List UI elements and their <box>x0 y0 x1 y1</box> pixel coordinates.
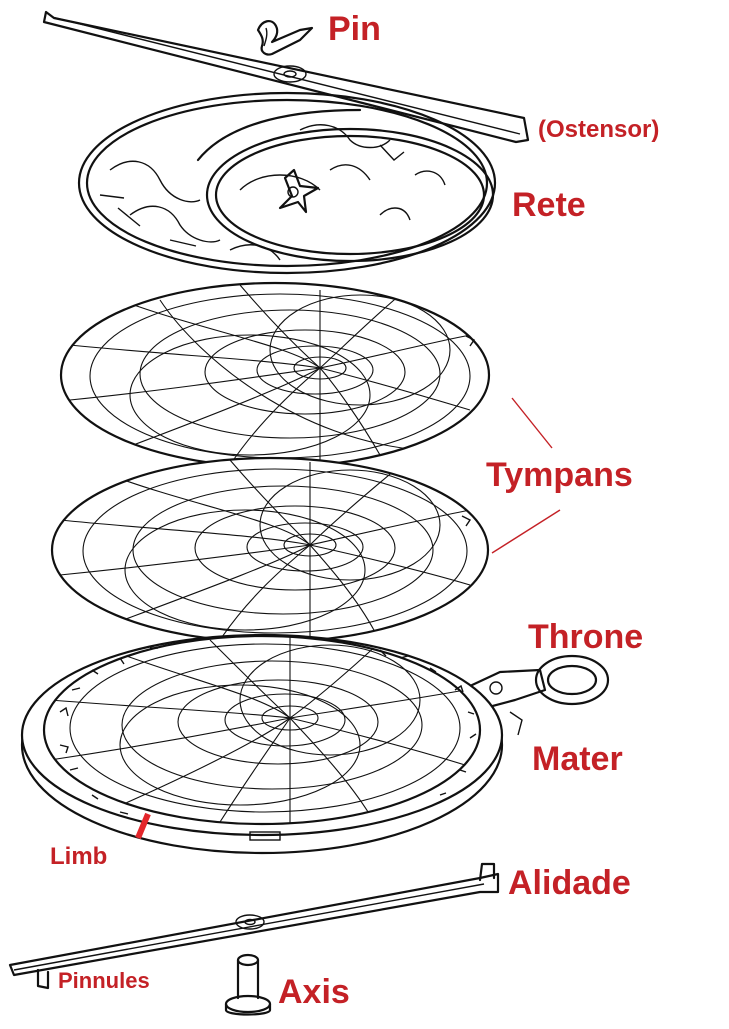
axis-part <box>224 953 272 1016</box>
label-tympans: Tympans <box>486 456 633 494</box>
label-pinnules: Pinnules <box>58 968 150 993</box>
tympan-lower-part <box>50 456 490 644</box>
limb-glyphs <box>59 647 477 841</box>
label-mater: Mater <box>532 740 623 778</box>
label-pin: Pin <box>328 10 381 48</box>
limb-marker <box>135 812 151 840</box>
rete-part <box>77 91 497 275</box>
tympans-leader-upper <box>511 397 553 449</box>
label-throne: Throne <box>528 618 644 656</box>
label-rete: Rete <box>512 186 586 224</box>
ostensor-part <box>42 10 530 144</box>
pin-part <box>256 20 314 56</box>
label-limb: Limb <box>50 843 108 870</box>
label-axis: Axis <box>278 973 350 1011</box>
tympan-upper-part <box>59 281 491 469</box>
mater-part <box>20 633 610 855</box>
alidade-part <box>8 862 500 990</box>
label-alidade: Alidade <box>508 864 631 902</box>
tympans-leader-lower <box>491 509 561 554</box>
label-ostensor: (Ostensor) <box>538 116 660 143</box>
